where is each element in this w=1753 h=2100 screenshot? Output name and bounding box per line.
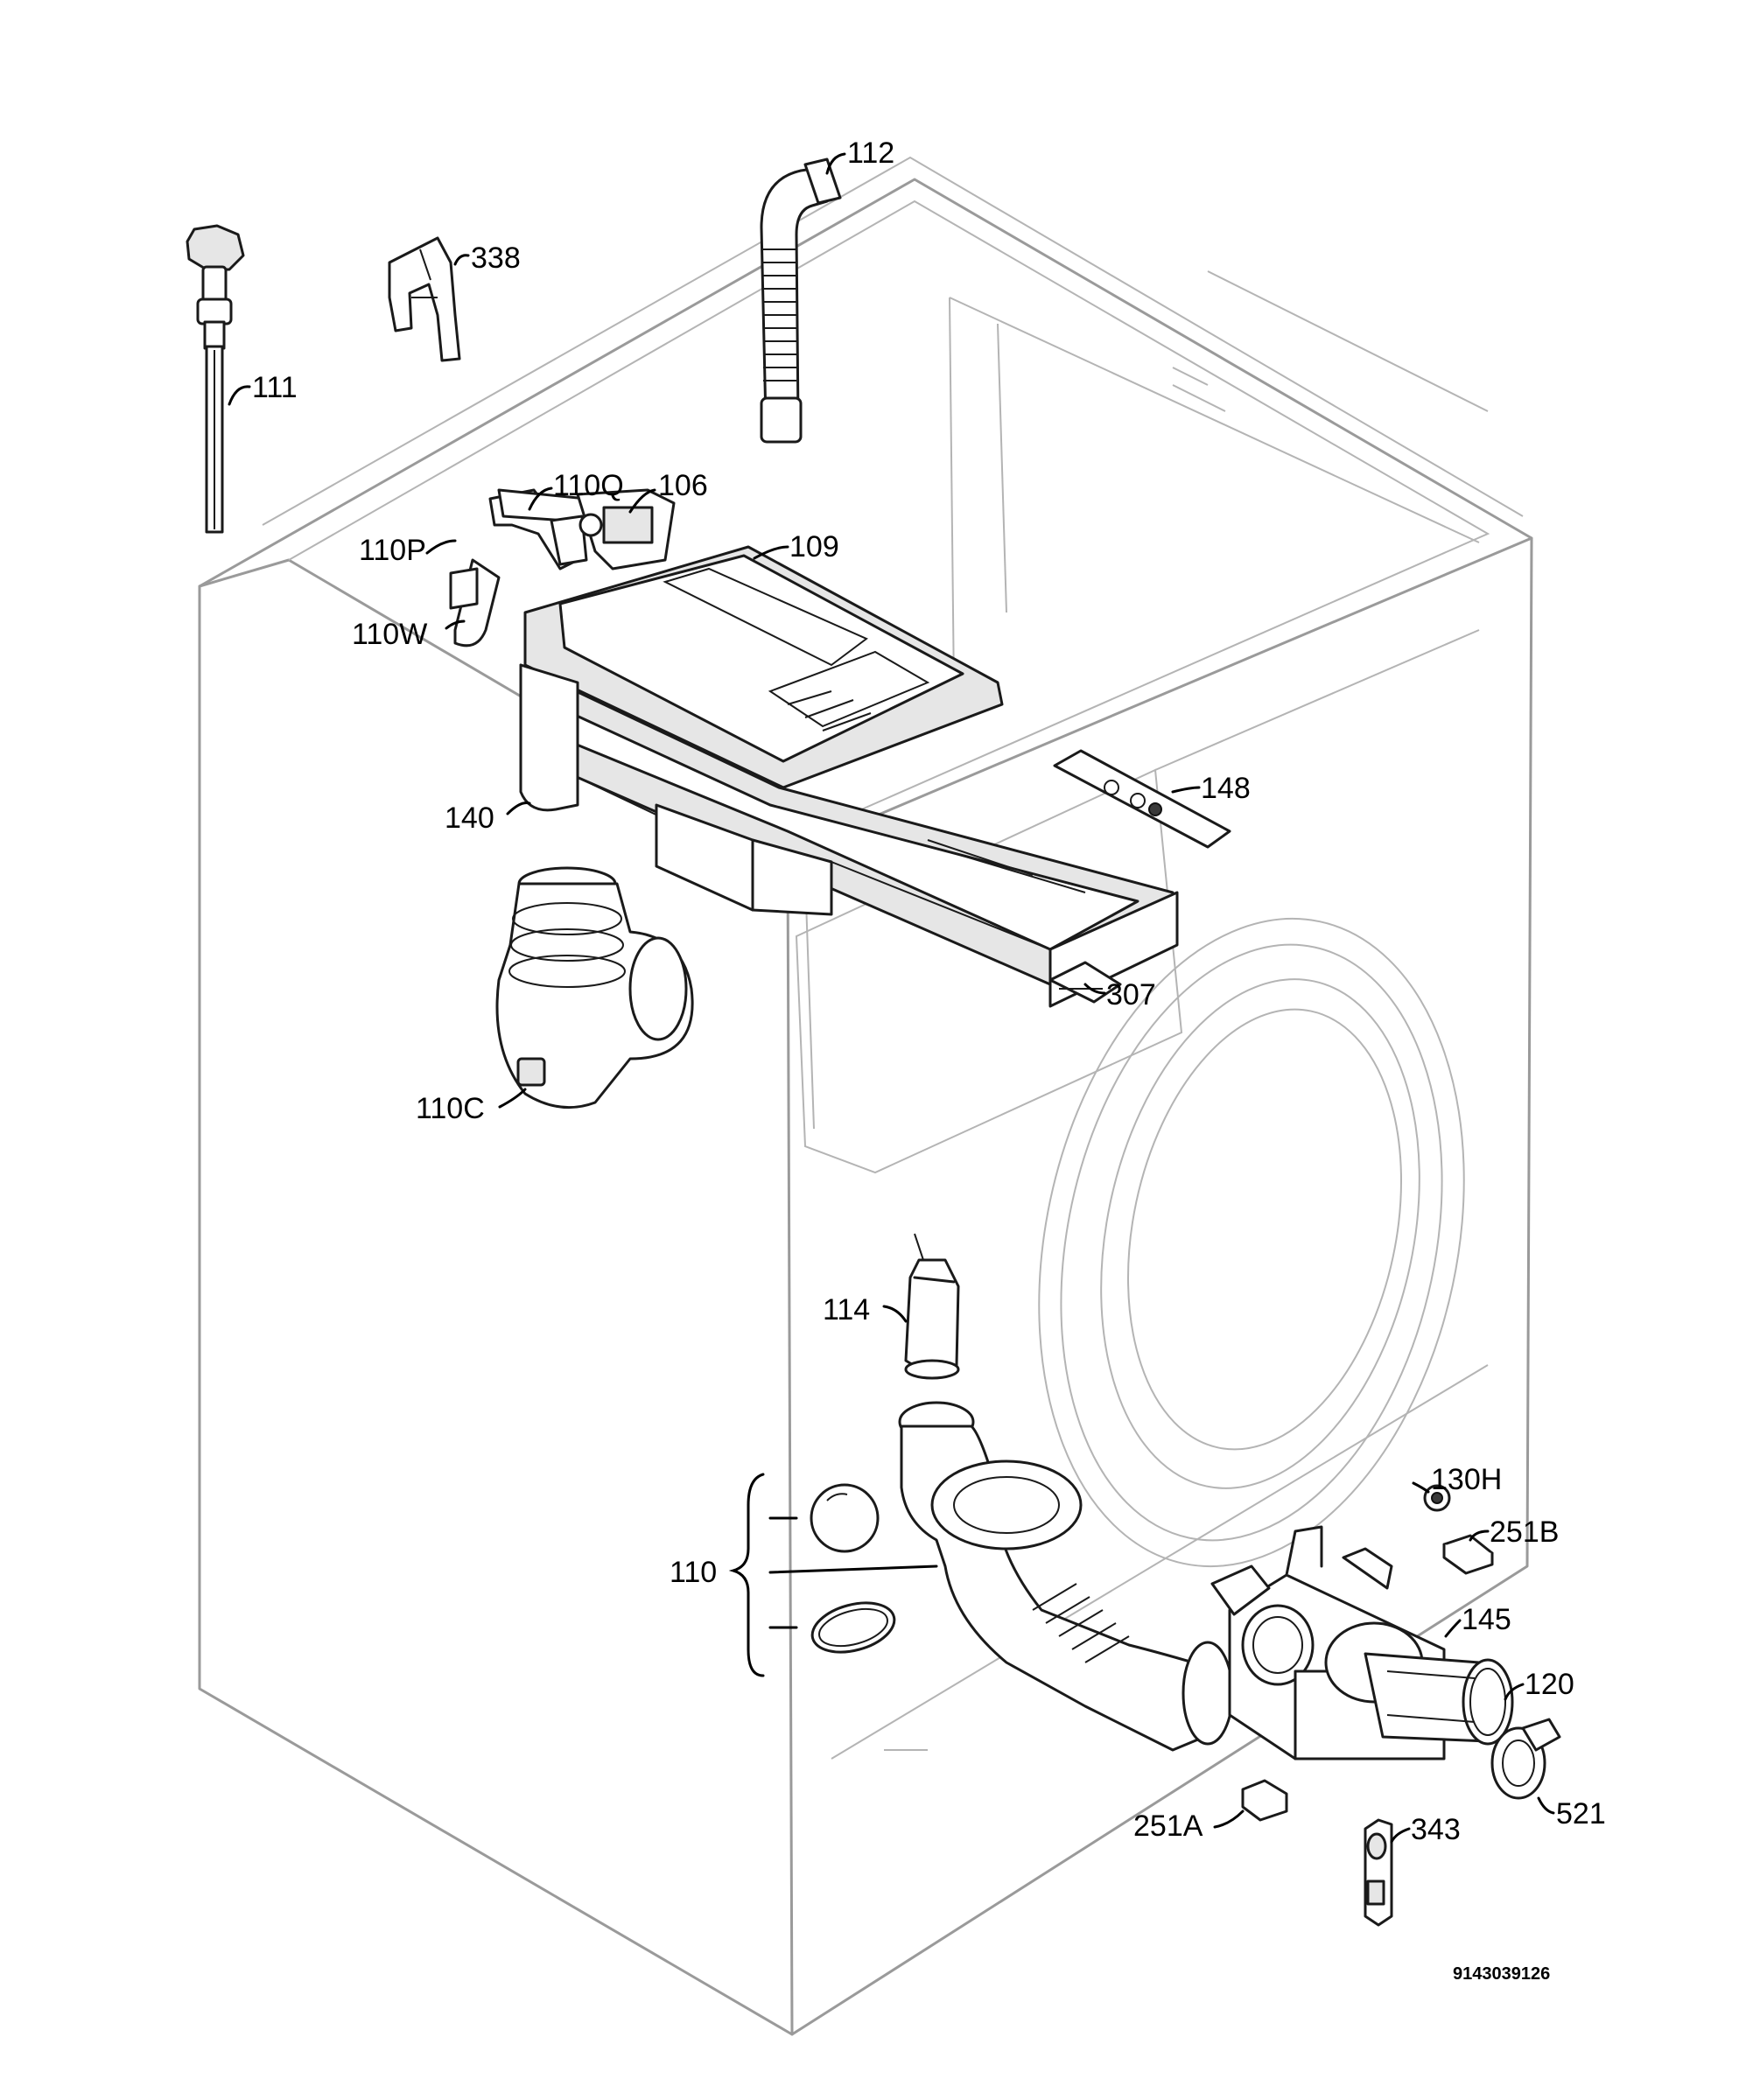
callout-148: 148 <box>1201 772 1251 805</box>
drain-filter <box>1364 1652 1514 1746</box>
cabinet-outline <box>198 156 1533 2036</box>
callout-111: 111 <box>252 371 298 404</box>
inlet-valve <box>576 488 676 570</box>
callout-109: 109 <box>789 530 839 564</box>
callout-307: 307 <box>1106 978 1156 1012</box>
drain-hose <box>760 158 842 444</box>
pressure-chamber <box>904 1233 960 1380</box>
callout-110p: 110P <box>359 534 426 567</box>
callout-521: 521 <box>1556 1797 1606 1830</box>
detergent-drawer <box>519 663 1179 1008</box>
callout-106: 106 <box>658 469 708 502</box>
callout-110w: 110W <box>352 618 427 651</box>
callout-110: 110 <box>670 1556 717 1589</box>
callout-343: 343 <box>1411 1813 1461 1846</box>
ball-and-ring <box>810 1483 896 1654</box>
callout-112: 112 <box>847 136 894 170</box>
callout-251b: 251B <box>1490 1516 1559 1549</box>
small-hoses <box>449 488 632 648</box>
leader-lines <box>228 152 1555 1844</box>
callout-110c: 110C <box>416 1092 485 1125</box>
callout-338: 338 <box>471 242 521 275</box>
callout-140: 140 <box>445 802 494 835</box>
inlet-hose <box>186 224 245 534</box>
callout-110q: 110Q <box>553 469 624 502</box>
callout-114: 114 <box>823 1293 870 1326</box>
sump-hose <box>898 1401 1234 1752</box>
drawing-number: 9143039126 <box>1453 1964 1550 1984</box>
callout-labels: 111 338 112 110Q 106 110P 109 110W 140 1… <box>252 136 1606 1846</box>
callout-120: 120 <box>1525 1668 1574 1701</box>
callout-251a: 251A <box>1133 1810 1203 1843</box>
pump-housing <box>1210 1525 1446 1760</box>
bellows-hose <box>495 866 694 1110</box>
small-parts <box>1241 1484 1494 1927</box>
control-strip <box>1053 749 1231 849</box>
clamp <box>1490 1718 1561 1800</box>
callout-130h: 130H <box>1431 1463 1502 1496</box>
callout-145: 145 <box>1462 1603 1511 1636</box>
hose-clip <box>388 236 461 362</box>
